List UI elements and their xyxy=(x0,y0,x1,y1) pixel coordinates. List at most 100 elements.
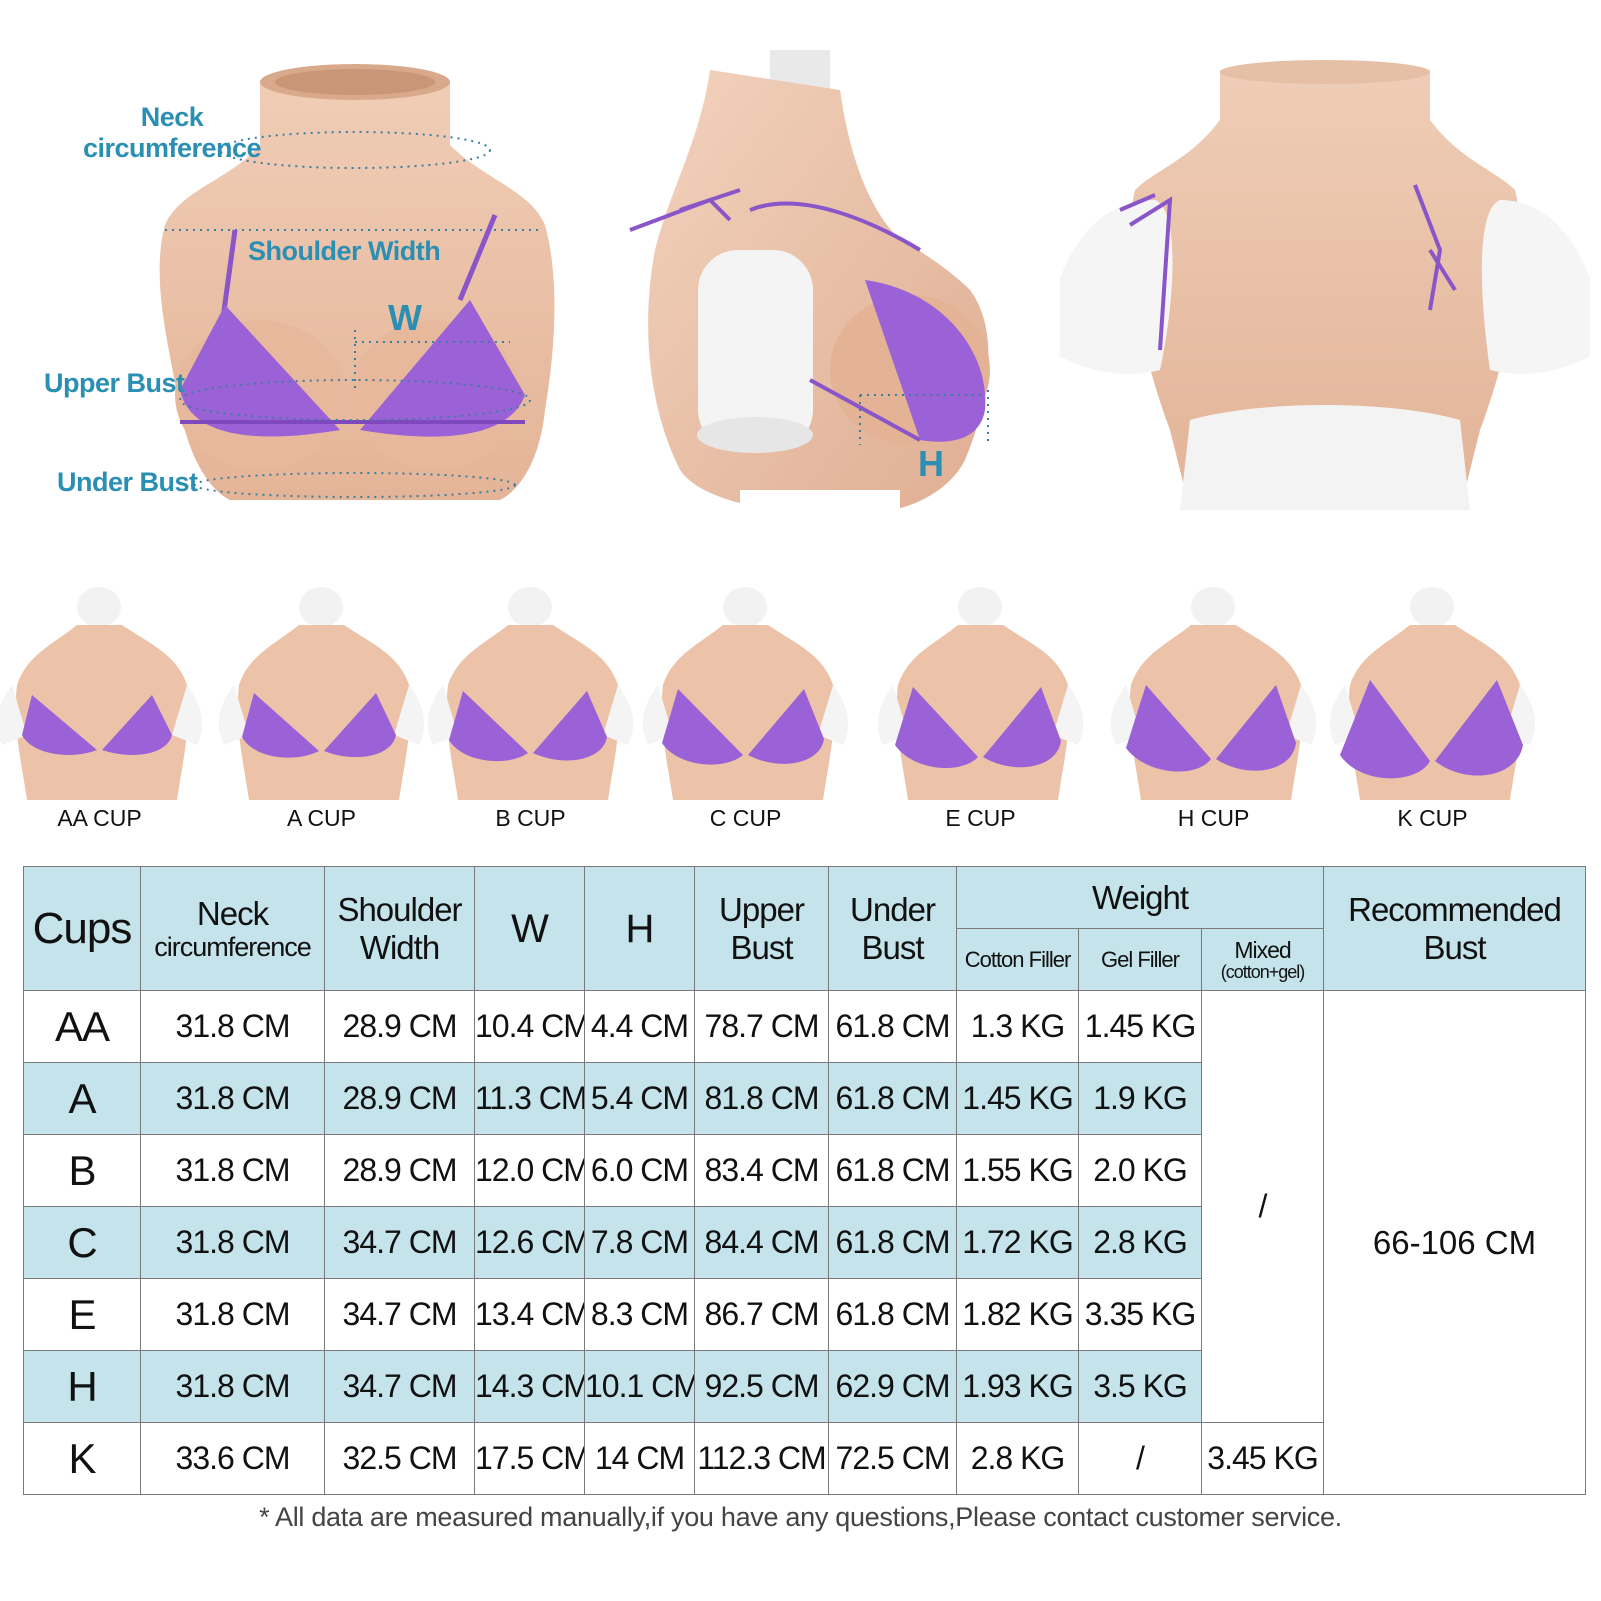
cell-mixed-merged: / xyxy=(1201,990,1324,1423)
cell-upper-bust: 92.5 CM xyxy=(694,1350,829,1423)
cup-h-illustration xyxy=(1110,587,1317,800)
cell-upper-bust: 84.4 CM xyxy=(694,1206,829,1279)
table-row: K 33.6 CM 32.5 CM 17.5 CM 14 CM 112.3 CM… xyxy=(23,1422,1586,1495)
cell-upper-bust: 83.4 CM xyxy=(694,1134,829,1207)
cell-shoulder: 28.9 CM xyxy=(324,1134,475,1207)
cell-neck: 31.8 CM xyxy=(140,990,325,1063)
cell-shoulder: 34.7 CM xyxy=(324,1206,475,1279)
cell-cotton-filler: 1.55 KG xyxy=(956,1134,1079,1207)
cell-cotton-filler: 1.72 KG xyxy=(956,1206,1079,1279)
table-row: AA 31.8 CM 28.9 CM 10.4 CM 4.4 CM 78.7 C… xyxy=(23,990,1586,1495)
cell-gel-filler: 2.0 KG xyxy=(1078,1134,1202,1207)
cell-neck: 31.8 CM xyxy=(140,1062,325,1135)
header-rec-line1: Recommended xyxy=(1348,890,1562,928)
cell-h: 7.8 CM xyxy=(584,1206,695,1279)
front-torso-illustration xyxy=(159,64,555,500)
upper-bust-label: Upper Bust xyxy=(44,368,185,398)
cup-thumbnail-a: A CUP xyxy=(214,585,429,840)
back-torso-illustration xyxy=(1060,60,1590,510)
cell-h: 10.1 CM xyxy=(584,1350,695,1423)
cup-thumbnail-aa: AA CUP xyxy=(0,585,207,840)
shoulder-width-label: Shoulder Width xyxy=(248,236,441,266)
header-shoulder-line1: Shoulder xyxy=(337,890,462,928)
cup-label: H CUP xyxy=(1177,805,1250,831)
header-neck-circumference: Neck circumference xyxy=(140,866,325,991)
w-label: W xyxy=(388,297,422,338)
header-mixed-line2: (cotton+gel) xyxy=(1220,961,1306,982)
cell-neck: 31.8 CM xyxy=(140,1206,325,1279)
cell-cup: E xyxy=(23,1278,141,1351)
table-row: A 31.8 CM 28.9 CM 11.3 CM 5.4 CM 81.8 CM… xyxy=(23,1062,1586,1135)
cup-label: AA CUP xyxy=(57,805,142,831)
cell-cotton-filler: 1.45 KG xyxy=(956,1062,1079,1135)
header-under-line1: Under xyxy=(850,890,936,928)
header-recommended-bust: Recommended Bust xyxy=(1323,866,1586,991)
header-rec-line2: Bust xyxy=(1423,928,1486,966)
cell-h: 8.3 CM xyxy=(584,1278,695,1351)
header-w: W xyxy=(474,866,585,991)
cell-under-bust: 61.8 CM xyxy=(828,1278,957,1351)
back-view-diagram xyxy=(1060,50,1590,530)
cell-neck: 33.6 CM xyxy=(140,1422,325,1495)
cell-w: 12.6 CM xyxy=(474,1206,585,1279)
cell-shoulder: 28.9 CM xyxy=(324,1062,475,1135)
cup-thumbnail-h: H CUP xyxy=(1106,585,1321,840)
cell-upper-bust: 78.7 CM xyxy=(694,990,829,1063)
cup-label: A CUP xyxy=(286,805,357,831)
cell-gel-filler: 1.9 KG xyxy=(1078,1062,1202,1135)
cell-shoulder: 28.9 CM xyxy=(324,990,475,1063)
cup-label: C CUP xyxy=(709,805,782,831)
header-mixed-line1: Mixed xyxy=(1234,936,1291,963)
cell-w: 12.0 CM xyxy=(474,1134,585,1207)
cell-w: 17.5 CM xyxy=(474,1422,585,1495)
cell-neck: 31.8 CM xyxy=(140,1134,325,1207)
cell-w: 14.3 CM xyxy=(474,1350,585,1423)
side-measurement-diagram xyxy=(620,50,1040,530)
header-upper-line1: Upper xyxy=(719,890,805,928)
under-bust-label: Under Bust xyxy=(57,467,198,497)
cell-gel-filler: 2.8 KG xyxy=(1078,1206,1202,1279)
header-cups: Cups xyxy=(23,866,141,991)
header-cotton-filler: Cotton Filler xyxy=(956,928,1079,991)
cup-label: B CUP xyxy=(495,805,566,831)
table-row: H 31.8 CM 34.7 CM 14.3 CM 10.1 CM 92.5 C… xyxy=(23,1350,1586,1423)
cell-under-bust: 61.8 CM xyxy=(828,990,957,1063)
front-measurement-diagram xyxy=(30,50,590,530)
cell-under-bust: 61.8 CM xyxy=(828,1206,957,1279)
header-upper-bust: Upper Bust xyxy=(694,866,829,991)
side-torso-illustration xyxy=(629,50,990,530)
cell-h: 14 CM xyxy=(584,1422,695,1495)
cell-gel-filler: / xyxy=(1078,1422,1202,1495)
cell-h: 4.4 CM xyxy=(584,990,695,1063)
cell-w: 10.4 CM xyxy=(474,990,585,1063)
cell-under-bust: 61.8 CM xyxy=(828,1062,957,1135)
cell-cup: H xyxy=(23,1350,141,1423)
cell-shoulder: 34.7 CM xyxy=(324,1278,475,1351)
cell-cotton-filler: 1.3 KG xyxy=(956,990,1079,1063)
cell-cup: A xyxy=(23,1062,141,1135)
cell-cotton-filler: 2.8 KG xyxy=(956,1422,1079,1495)
header-under-line2: Bust xyxy=(861,928,924,966)
cell-upper-bust: 86.7 CM xyxy=(694,1278,829,1351)
header-shoulder-line2: Width xyxy=(359,928,440,966)
header-shoulder-width: Shoulder Width xyxy=(324,866,475,991)
cell-mixed: 3.45 KG xyxy=(1201,1422,1324,1495)
cell-shoulder: 34.7 CM xyxy=(324,1350,475,1423)
header-neck-line2: circumference xyxy=(154,931,312,962)
cell-cotton-filler: 1.82 KG xyxy=(956,1278,1079,1351)
cell-gel-filler: 3.35 KG xyxy=(1078,1278,1202,1351)
cell-neck: 31.8 CM xyxy=(140,1350,325,1423)
table-row: E 31.8 CM 34.7 CM 13.4 CM 8.3 CM 86.7 CM… xyxy=(23,1278,1586,1351)
table-row: B 31.8 CM 28.9 CM 12.0 CM 6.0 CM 83.4 CM… xyxy=(23,1134,1586,1207)
cell-recommended-bust: 66-106 CM xyxy=(1323,990,1586,1495)
cell-upper-bust: 112.3 CM xyxy=(694,1422,829,1495)
cell-under-bust: 72.5 CM xyxy=(828,1422,957,1495)
header-under-bust: Under Bust xyxy=(828,866,957,991)
cup-aa-illustration xyxy=(0,587,203,800)
cell-cup: B xyxy=(23,1134,141,1207)
cell-cup: AA xyxy=(23,990,141,1063)
cell-neck: 31.8 CM xyxy=(140,1278,325,1351)
table-row: C 31.8 CM 34.7 CM 12.6 CM 7.8 CM 84.4 CM… xyxy=(23,1206,1586,1279)
header-weight: Weight xyxy=(956,866,1324,929)
cell-gel-filler: 1.45 KG xyxy=(1078,990,1202,1063)
